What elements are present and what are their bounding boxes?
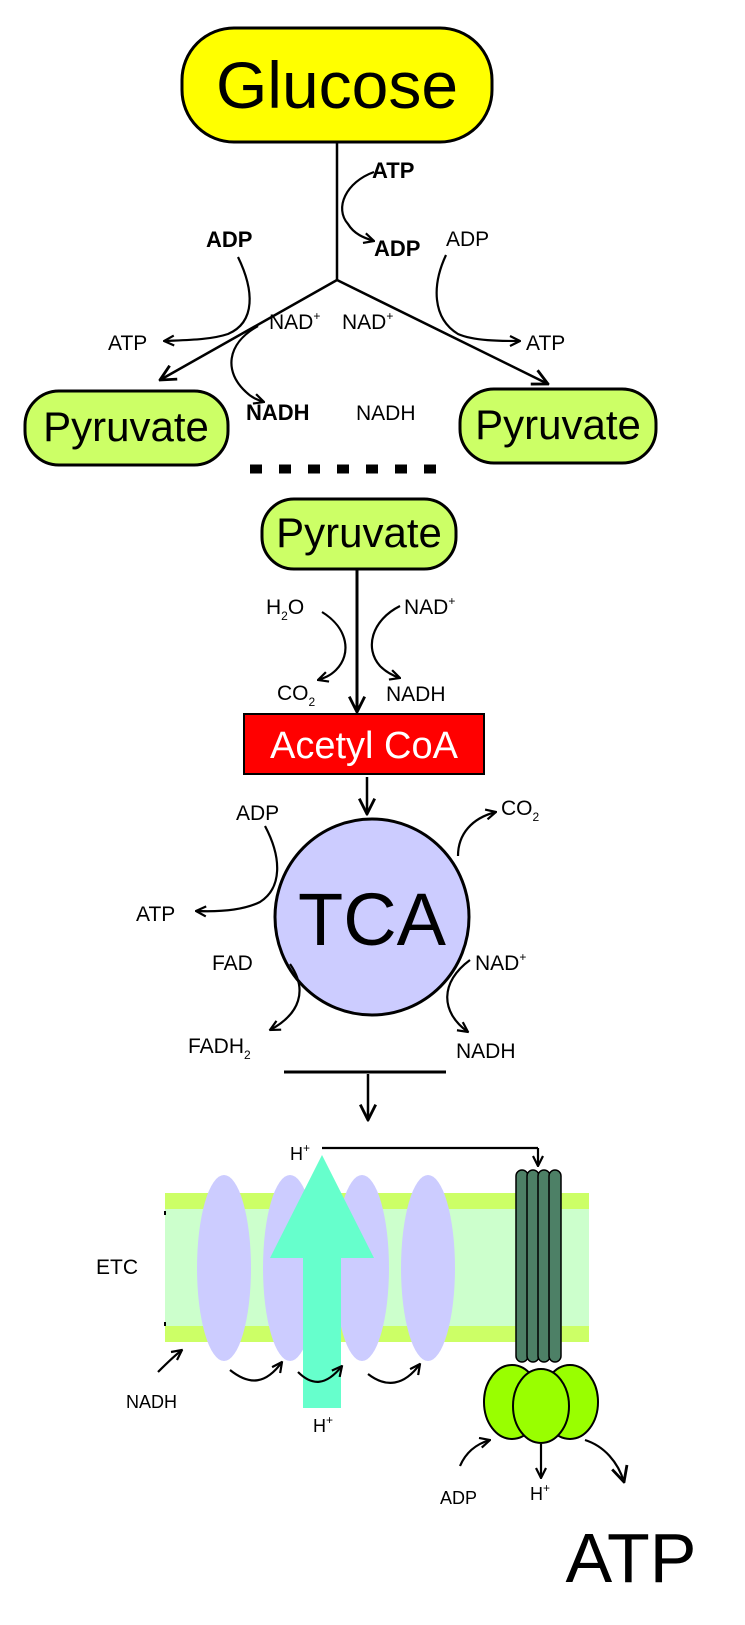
nad-to-nadh-arrow [230, 325, 264, 402]
synthase-stalk-2 [526, 1169, 540, 1363]
complex-1 [197, 1175, 251, 1361]
glycolysis-section: Glucose ATP ADP ADP ATP ADP ATP NAD+ NAD… [23, 26, 658, 467]
proton-pump-arrow [270, 1155, 374, 1408]
adp-output-label: ADP [374, 236, 420, 261]
adp-left-label: ADP [206, 227, 252, 252]
etc-adp-label: ADP [440, 1488, 477, 1508]
nad-to-nadh-tca-arrow [446, 959, 471, 1032]
nad-label: NAD+ [404, 594, 455, 619]
synthase-stalk-3 [537, 1169, 551, 1363]
nadh-label: NADH [386, 683, 446, 706]
h-bottom-label: H+ [313, 1413, 333, 1436]
adp-to-atp-right-arrow [435, 254, 520, 341]
pyruvate-right-node [458, 387, 658, 465]
acetyl-coa-label: Acetyl CoA [270, 725, 459, 767]
tca-section: TCA ADP ATP CO2 FAD FADH2 NAD+ NADH [136, 797, 540, 1120]
adp-right-label: ADP [446, 228, 489, 251]
branch-right-arrow [336, 278, 548, 384]
pyruvate-label: Pyruvate [276, 509, 442, 556]
synthase-stalk-4 [548, 1169, 562, 1363]
adp-to-atp-tca-arrow [196, 825, 279, 911]
tca-nadh-label: NADH [456, 1040, 516, 1063]
adp-entry-arrow [458, 1440, 490, 1467]
co2-label: CO2 [277, 682, 316, 709]
co2-release-arrow [456, 812, 496, 857]
h2o-to-co2-arrow [318, 611, 347, 680]
fadh2-label: FADH2 [188, 1035, 251, 1062]
atp-exit-arrow [584, 1438, 624, 1482]
h-top-label: H+ [290, 1141, 310, 1164]
pyruvate-right-label: Pyruvate [475, 401, 641, 448]
atp-left-label: ATP [108, 332, 147, 355]
tca-label: TCA [298, 878, 447, 961]
atp-right-label: ATP [526, 332, 565, 355]
fad-to-fadh2-arrow [270, 963, 301, 1030]
branch-left-arrow [160, 278, 338, 380]
tca-atp-label: ATP [136, 903, 175, 926]
nad-left-label: NAD+ [269, 309, 320, 334]
adp-to-atp-left-arrow [164, 256, 251, 341]
tca-co2-label: CO2 [501, 797, 540, 824]
h2o-label: H2O [266, 596, 304, 623]
pyruvate-left-label: Pyruvate [43, 403, 209, 450]
electron-hop-1 [229, 1362, 282, 1382]
etc-label: ETC [96, 1256, 138, 1279]
tca-cycle-node [273, 817, 471, 1017]
nadh-left-label: NADH [246, 400, 310, 425]
tca-adp-label: ADP [236, 802, 279, 825]
nadh-entry-arrow [157, 1350, 182, 1373]
h-synthase-label: H+ [530, 1481, 550, 1504]
tca-nad-label: NAD+ [475, 950, 526, 975]
pyruvate-oxidation-section: Pyruvate H2O CO2 NAD+ NADH Acetyl CoA [243, 497, 485, 814]
synthase-stalk-1 [515, 1169, 529, 1363]
pyruvate-node [260, 497, 458, 571]
nad-to-nadh-arrow-2 [370, 605, 400, 678]
fad-label: FAD [212, 952, 253, 975]
etc-section: ETC NADH H+ H+ ADP H+ ATP [96, 1141, 696, 1597]
nadh-right-label: NADH [356, 402, 416, 425]
atp-to-adp-arrow [341, 170, 374, 241]
acetyl-coa-node [243, 713, 485, 775]
electron-hop-2 [297, 1366, 342, 1383]
atp-product-label: ATP [566, 1519, 697, 1597]
synthase-head-center [512, 1368, 570, 1444]
electron-hop-3 [367, 1364, 420, 1384]
glucose-label: Glucose [216, 48, 458, 122]
pyruvate-left-node [23, 389, 230, 467]
atp-input-label: ATP [372, 158, 414, 183]
nad-right-label: NAD+ [342, 309, 393, 334]
etc-nadh-label: NADH [126, 1392, 177, 1412]
complex-4 [401, 1175, 455, 1361]
